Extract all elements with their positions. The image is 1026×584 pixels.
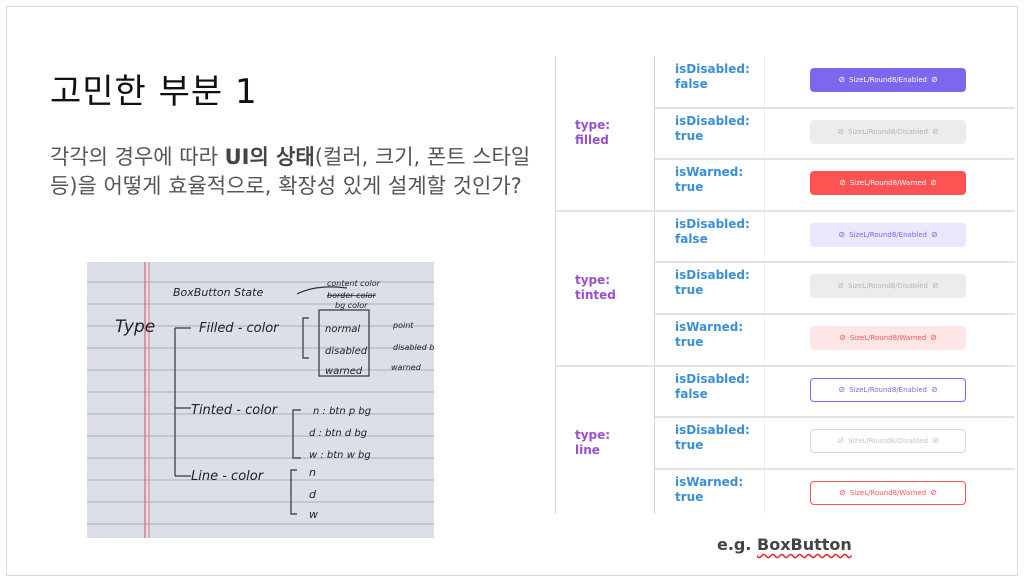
table-row-divider: [555, 209, 1015, 212]
box-button-sample[interactable]: ⊘SizeL/Round8/Enabled⊘: [810, 68, 966, 92]
notes-filled: Filled - color: [199, 321, 280, 336]
link-icon: ⊘: [838, 229, 846, 239]
handwritten-notes-photo: BoxButton State Type Filled - color Tint…: [87, 262, 434, 538]
state-label: isDisabled: true: [675, 268, 750, 298]
notes-warned-right: warned: [391, 363, 422, 372]
caption-prefix: e.g.: [717, 535, 758, 554]
link-icon: ⊘: [839, 178, 846, 188]
link-icon: ⊘: [837, 436, 844, 446]
table-row-divider: [655, 158, 1015, 161]
type-label: type: tinted: [575, 273, 616, 303]
handwritten-notes-drawing: BoxButton State Type Filled - color Tint…: [87, 262, 434, 538]
table-row-divider: [655, 416, 1015, 419]
table-row-divider: [655, 467, 1015, 470]
body-text-bold: UI의 상태: [224, 145, 315, 169]
type-label: type: filled: [575, 118, 611, 148]
box-button-sample[interactable]: ⊘ SizeL/Round8/Disabled ⊘: [810, 429, 966, 454]
table-divider-right: [764, 56, 765, 514]
notes-line-n: n: [309, 466, 316, 479]
state-label: isDisabled: true: [675, 113, 750, 143]
table-divider-middle: [654, 56, 655, 514]
box-button-label: SizeL/Round8/Warned: [849, 488, 927, 497]
state-label: isWarned: true: [675, 474, 744, 504]
link-icon: ⊘: [930, 178, 937, 188]
link-icon: ⊘: [837, 126, 844, 136]
notes-line-d: d: [309, 488, 317, 501]
notes-point: point: [392, 321, 414, 330]
box-button-label: SizeL/Round8/Disabled: [848, 127, 928, 136]
notes-line: Line - color: [191, 469, 265, 484]
link-icon: ⊘: [930, 229, 938, 239]
link-icon: ⊘: [838, 75, 846, 84]
notes-bg-color: bg color: [335, 301, 368, 310]
notes-tinted: Tinted - color: [191, 403, 279, 418]
link-icon: ⊘: [837, 281, 844, 291]
state-label: isDisabled: true: [675, 423, 750, 453]
notes-warned: warned: [325, 366, 363, 377]
notes-title: BoxButton State: [173, 286, 263, 299]
notes-tinted-n: n : btn p bg: [313, 406, 371, 417]
box-button-sample[interactable]: ⊘SizeL/Round8/Warned⊘: [810, 326, 966, 350]
caption-component-name: BoxButton: [757, 535, 852, 554]
caption: e.g. BoxButton: [717, 535, 852, 554]
notes-content-color: content color: [327, 279, 381, 288]
table-divider-left: [555, 56, 556, 514]
notes-normal: normal: [325, 324, 360, 335]
state-label: isDisabled: false: [675, 371, 750, 401]
body-text-pre: 각각의 경우에 따라: [50, 145, 225, 169]
table-row-divider: [655, 106, 1015, 109]
type-label: type: line: [575, 428, 611, 457]
link-icon: ⊘: [932, 436, 939, 446]
link-icon: ⊘: [930, 75, 938, 84]
slide-title: 고민한 부분 1: [50, 72, 258, 112]
state-label: isDisabled: false: [675, 216, 750, 246]
box-button-sample[interactable]: ⊘SizeL/Round8/Warned⊘: [810, 171, 966, 196]
link-icon: ⊘: [839, 333, 846, 342]
table-row-divider: [655, 313, 1015, 315]
box-button-label: SizeL/Round8/Disabled: [848, 282, 928, 291]
state-label: isDisabled: false: [675, 62, 750, 91]
link-icon: ⊘: [838, 384, 846, 394]
box-button-label: SizeL/Round8/Enabled: [849, 76, 927, 84]
notes-disabled-bg: disabled bg: [393, 343, 434, 352]
notes-tinted-w: w : btn w bg: [309, 450, 371, 461]
link-icon: ⊘: [930, 487, 937, 497]
link-icon: ⊘: [930, 333, 937, 342]
notes-type: Type: [115, 317, 155, 337]
table-row-divider: [655, 261, 1015, 264]
table-row-divider: [555, 364, 1015, 367]
box-button-label: SizeL/Round8/Warned: [849, 179, 927, 188]
box-button-sample[interactable]: ⊘ SizeL/Round8/Disabled ⊘: [810, 274, 966, 299]
notes-disabled: disabled: [325, 346, 368, 357]
slide-body: 각각의 경우에 따라 UI의 상태(컬러, 크기, 폰트 스타일 등)을 어떻게…: [50, 143, 540, 201]
box-button-sample[interactable]: ⊘SizeL/Round8/Enabled⊘: [810, 377, 966, 402]
box-button-label: SizeL/Round8/Enabled: [849, 385, 927, 394]
notes-tinted-d: d : btn d bg: [309, 428, 367, 439]
link-icon: ⊘: [839, 487, 846, 497]
link-icon: ⊘: [930, 384, 938, 394]
state-label: isWarned: true: [675, 320, 744, 349]
box-button-label: SizeL/Round8/Disabled: [848, 437, 928, 446]
box-button-sample[interactable]: ⊘ SizeL/Round8/Disabled ⊘: [810, 119, 966, 144]
box-button-sample[interactable]: ⊘SizeL/Round8/Warned⊘: [810, 480, 966, 505]
state-label: isWarned: true: [675, 165, 744, 195]
notes-line-w: w: [309, 508, 318, 521]
box-button-sample[interactable]: ⊘SizeL/Round8/Enabled⊘: [810, 222, 966, 247]
box-button-label: SizeL/Round8/Warned: [849, 334, 927, 342]
box-button-label: SizeL/Round8/Enabled: [849, 230, 927, 239]
link-icon: ⊘: [932, 281, 939, 291]
body-text-post: (컬러, 크기, 폰트 스타일 등)을 어떻게 효율적으로, 확장성 있게 설계…: [50, 145, 531, 198]
link-icon: ⊘: [932, 126, 939, 136]
notes-border-color: border color: [327, 291, 377, 300]
